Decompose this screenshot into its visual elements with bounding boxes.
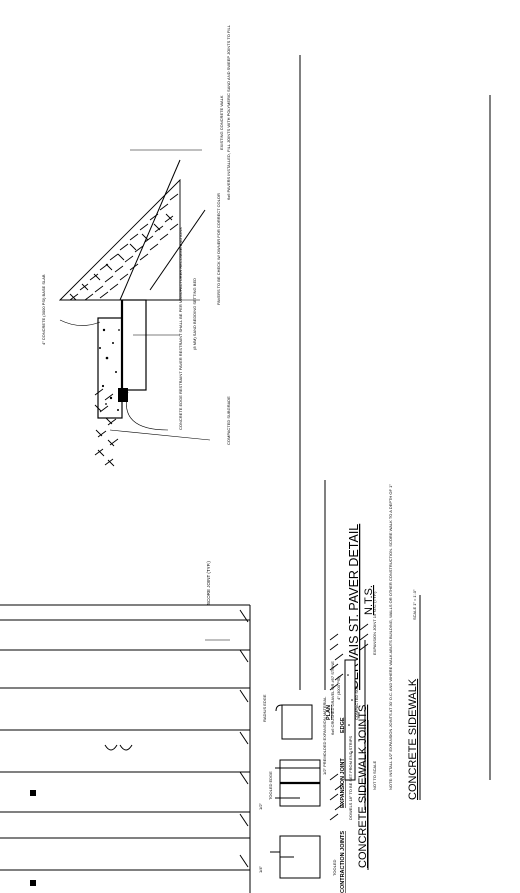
leader-subgrade bbox=[109, 429, 211, 441]
label-expansion-joint: EXPANSION JOINT bbox=[340, 758, 346, 808]
leader-base bbox=[59, 319, 101, 326]
note-edge-restraint: CONCRETE EDGE RESTRAINT PAVER RESTRAINT … bbox=[178, 227, 183, 430]
sidewalk-section-hatch bbox=[329, 623, 369, 821]
note-premolded: 1/2" PREMOLDED EXPANSION MATERIAL bbox=[322, 696, 327, 775]
joints-title: CONCRETE SIDEWALK JOINTS bbox=[357, 705, 369, 868]
gervais-scale: N.T.S. bbox=[363, 585, 375, 615]
grade-line bbox=[149, 209, 206, 291]
label-tooled: TOOLED bbox=[332, 860, 337, 876]
paver-layer bbox=[121, 299, 147, 391]
note-thickness: 4" (3000 PSI) bbox=[336, 675, 341, 700]
note-bedding: (8 MM) SAND BEDDING SETTING BED bbox=[192, 278, 197, 350]
edge-restraint bbox=[118, 388, 128, 402]
edge-block bbox=[281, 704, 313, 740]
note-compacted-soil: COMPACTED SOIL bbox=[354, 684, 359, 720]
concrete-sidewalk-detail: SCORE JOINT (TYP.) PLAN 4" (3000 PSI) 6x… bbox=[0, 484, 421, 893]
gervais-paver-detail: GERVAIS ST. PAVER DETAIL N.T.S. bbox=[41, 24, 491, 780]
gervais-title: GERVAIS ST. PAVER DETAIL bbox=[347, 524, 361, 690]
sidewalk-title: CONCRETE SIDEWALK bbox=[407, 678, 419, 800]
joints-scale: NOT TO SCALE bbox=[372, 761, 377, 790]
existing-walk-edge bbox=[119, 159, 181, 301]
aggregate-dots bbox=[99, 328, 120, 411]
note-radius: RADIUS EDGE bbox=[262, 694, 267, 722]
concrete-base-slab bbox=[97, 317, 123, 419]
note-subgrade: COMPACTED SUBGRADE bbox=[226, 396, 231, 445]
sidewalk-section-dots bbox=[347, 674, 353, 753]
note-pavers-top: PAVERS TO BE CHECK W/ OWNER FOR CORRECT … bbox=[216, 193, 221, 305]
soil-hatch-left bbox=[94, 388, 119, 467]
gervais-title-block: GERVAIS ST. PAVER DETAIL N.T.S. bbox=[347, 524, 375, 690]
label-plan: PLAN bbox=[326, 705, 332, 720]
note-half: 1/2" bbox=[258, 802, 263, 810]
sidewalk-joints-detail: 1/4" 1/2" TOOLED EDGE 1/2" PREMOLDED EXP… bbox=[258, 694, 377, 893]
sidewalk-section-slab bbox=[344, 659, 356, 781]
note-aggregate: 6x6 CRUSHED GRAVEL OR #57 STONE bbox=[330, 661, 335, 735]
sidewalk-scale: SCALE 1" = 1'-0" bbox=[412, 589, 417, 620]
label-contraction-joints: CONTRACTION JOINTS bbox=[340, 831, 346, 893]
note-score-joint: SCORE JOINT (TYP.) bbox=[206, 561, 211, 605]
label-edge: EDGE bbox=[340, 717, 346, 733]
note-base-slab: 4" CONCRETE (3000 PSI) BASE SLAB bbox=[41, 274, 46, 345]
soil-hatch-right bbox=[58, 178, 181, 301]
note-existing-walk: EXISTING CONCRETE WALK bbox=[219, 95, 224, 150]
sidewalk-plan bbox=[0, 604, 251, 893]
note-install: NOTE: INSTALL 1/2" EXPANSION JOINTS AT 3… bbox=[388, 484, 393, 790]
note-tooled-top: TOOLED EDGE bbox=[268, 771, 273, 800]
note-expansion: EXPANSION JOINT 15' O.C. (TYP.) bbox=[372, 591, 377, 655]
leader-edge bbox=[126, 391, 169, 431]
note-quarter: 1/4" bbox=[258, 865, 263, 873]
note-dowels: DOWELS 18" TO BE SET FROM END STRIPS bbox=[348, 736, 353, 820]
edge-radius bbox=[275, 704, 283, 712]
note-paver-install: 6x6 PAVERS INSTALLED, FILL JOINTS WITH P… bbox=[226, 24, 231, 200]
